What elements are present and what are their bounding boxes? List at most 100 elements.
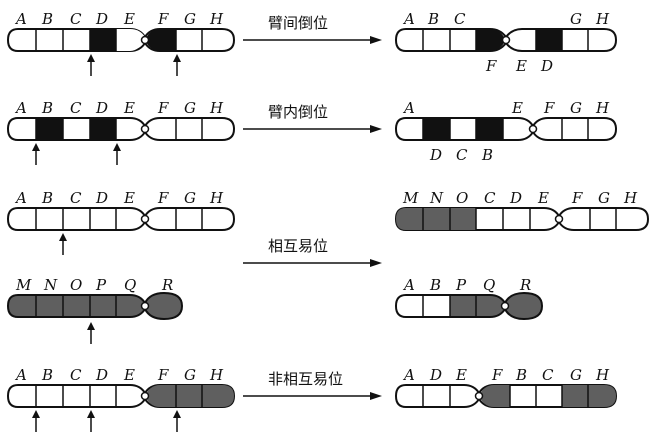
segment-E xyxy=(116,29,145,51)
label-G: G xyxy=(184,189,196,207)
chromosome-after-2: A E F G H D C B xyxy=(394,99,618,164)
label-D: D xyxy=(429,366,442,384)
label-G: G xyxy=(570,10,582,28)
label-D: D xyxy=(95,10,108,28)
label-H: H xyxy=(209,99,224,117)
operation-arrow: 臂间倒位 xyxy=(243,14,382,44)
label-C: C xyxy=(454,10,466,28)
label-H: H xyxy=(209,10,224,28)
chromosome-after-5: A D E F B C G H xyxy=(394,366,618,408)
break-arrow xyxy=(173,410,181,432)
break-arrow xyxy=(59,233,67,255)
label-E: E xyxy=(537,189,549,207)
translocated-gray-segment xyxy=(396,208,476,230)
label-F: F xyxy=(157,10,169,28)
label-H: H xyxy=(209,189,224,207)
chromosome-after-3a: M N O C D E F G H xyxy=(394,189,650,231)
chromosome-before-2: A B C D E F G H xyxy=(6,99,236,165)
label-B: B xyxy=(429,276,441,294)
chromosome-before-3b: M N O P Q R xyxy=(6,276,184,344)
row-reciprocal-translocation: A B C D E F G H M N O P Q xyxy=(6,189,650,344)
label-A: A xyxy=(402,10,415,28)
segment-B-black xyxy=(476,118,503,140)
gray-segment-F xyxy=(479,385,510,407)
label-B: B xyxy=(41,10,53,28)
segment-D-black xyxy=(423,118,450,140)
segment-D-black xyxy=(90,29,116,51)
centromere xyxy=(554,214,564,224)
label-A: A xyxy=(402,99,415,117)
centromere xyxy=(501,35,511,45)
label-G: G xyxy=(184,99,196,117)
label-C: C xyxy=(484,189,496,207)
label-H: H xyxy=(209,366,224,384)
segment-F-black xyxy=(145,29,176,51)
label-D: D xyxy=(429,146,442,164)
label-D: D xyxy=(95,189,108,207)
label-A: A xyxy=(14,366,27,384)
gray-segment-GH xyxy=(562,385,616,407)
break-arrow xyxy=(32,143,40,165)
label-C: C xyxy=(542,366,554,384)
chromosome-outline xyxy=(6,117,236,141)
centromere xyxy=(140,391,150,401)
op-label-reciprocal: 相互易位 xyxy=(268,237,328,255)
label-G: G xyxy=(570,366,582,384)
chromosome-after-1: A B C G H F E D xyxy=(394,10,618,75)
row-intra-inversion: A B C D E F G H xyxy=(6,99,618,165)
operation-arrow: 相互易位 xyxy=(243,237,382,267)
row-nonreciprocal-translocation: A B C D E F G H xyxy=(6,366,618,432)
label-F: F xyxy=(485,57,497,75)
label-Q: Q xyxy=(124,276,136,294)
label-D: D xyxy=(95,366,108,384)
label-A: A xyxy=(14,189,27,207)
label-G: G xyxy=(570,99,582,117)
break-arrow xyxy=(173,54,181,76)
label-F: F xyxy=(491,366,503,384)
label-C: C xyxy=(70,189,82,207)
segment-D-black xyxy=(90,118,116,140)
label-B: B xyxy=(427,10,439,28)
centromere xyxy=(140,301,150,311)
label-E: E xyxy=(515,57,527,75)
label-B: B xyxy=(41,99,53,117)
label-G: G xyxy=(184,366,196,384)
label-Q: Q xyxy=(483,276,495,294)
label-A: A xyxy=(14,10,27,28)
centromere xyxy=(528,124,538,134)
chromosome-outline-gray xyxy=(6,291,184,321)
segment-B-black xyxy=(36,118,63,140)
label-R: R xyxy=(519,276,531,294)
label-A: A xyxy=(402,366,415,384)
label-F: F xyxy=(157,99,169,117)
label-A: A xyxy=(402,276,415,294)
op-label-nonreciprocal: 非相互易位 xyxy=(268,370,343,388)
label-E: E xyxy=(123,10,135,28)
break-arrow xyxy=(87,410,95,432)
chromosome-before-3a: A B C D E F G H xyxy=(6,189,236,255)
operation-arrow: 臂内倒位 xyxy=(243,103,382,133)
centromere xyxy=(140,214,150,224)
label-P: P xyxy=(95,276,107,294)
centromere xyxy=(474,391,484,401)
label-E: E xyxy=(123,189,135,207)
label-P: P xyxy=(455,276,467,294)
centromere xyxy=(140,124,150,134)
label-O: O xyxy=(70,276,82,294)
label-N: N xyxy=(429,189,444,207)
centromere xyxy=(500,301,510,311)
centromere xyxy=(140,35,150,45)
label-G: G xyxy=(598,189,610,207)
label-M: M xyxy=(15,276,32,294)
label-O: O xyxy=(456,189,468,207)
label-F: F xyxy=(543,99,555,117)
label-B: B xyxy=(41,366,53,384)
label-F: F xyxy=(157,189,169,207)
chromosome-outline xyxy=(394,117,618,141)
label-C: C xyxy=(70,366,82,384)
label-R: R xyxy=(161,276,173,294)
label-E: E xyxy=(123,366,135,384)
label-H: H xyxy=(595,366,610,384)
break-arrow xyxy=(32,410,40,432)
